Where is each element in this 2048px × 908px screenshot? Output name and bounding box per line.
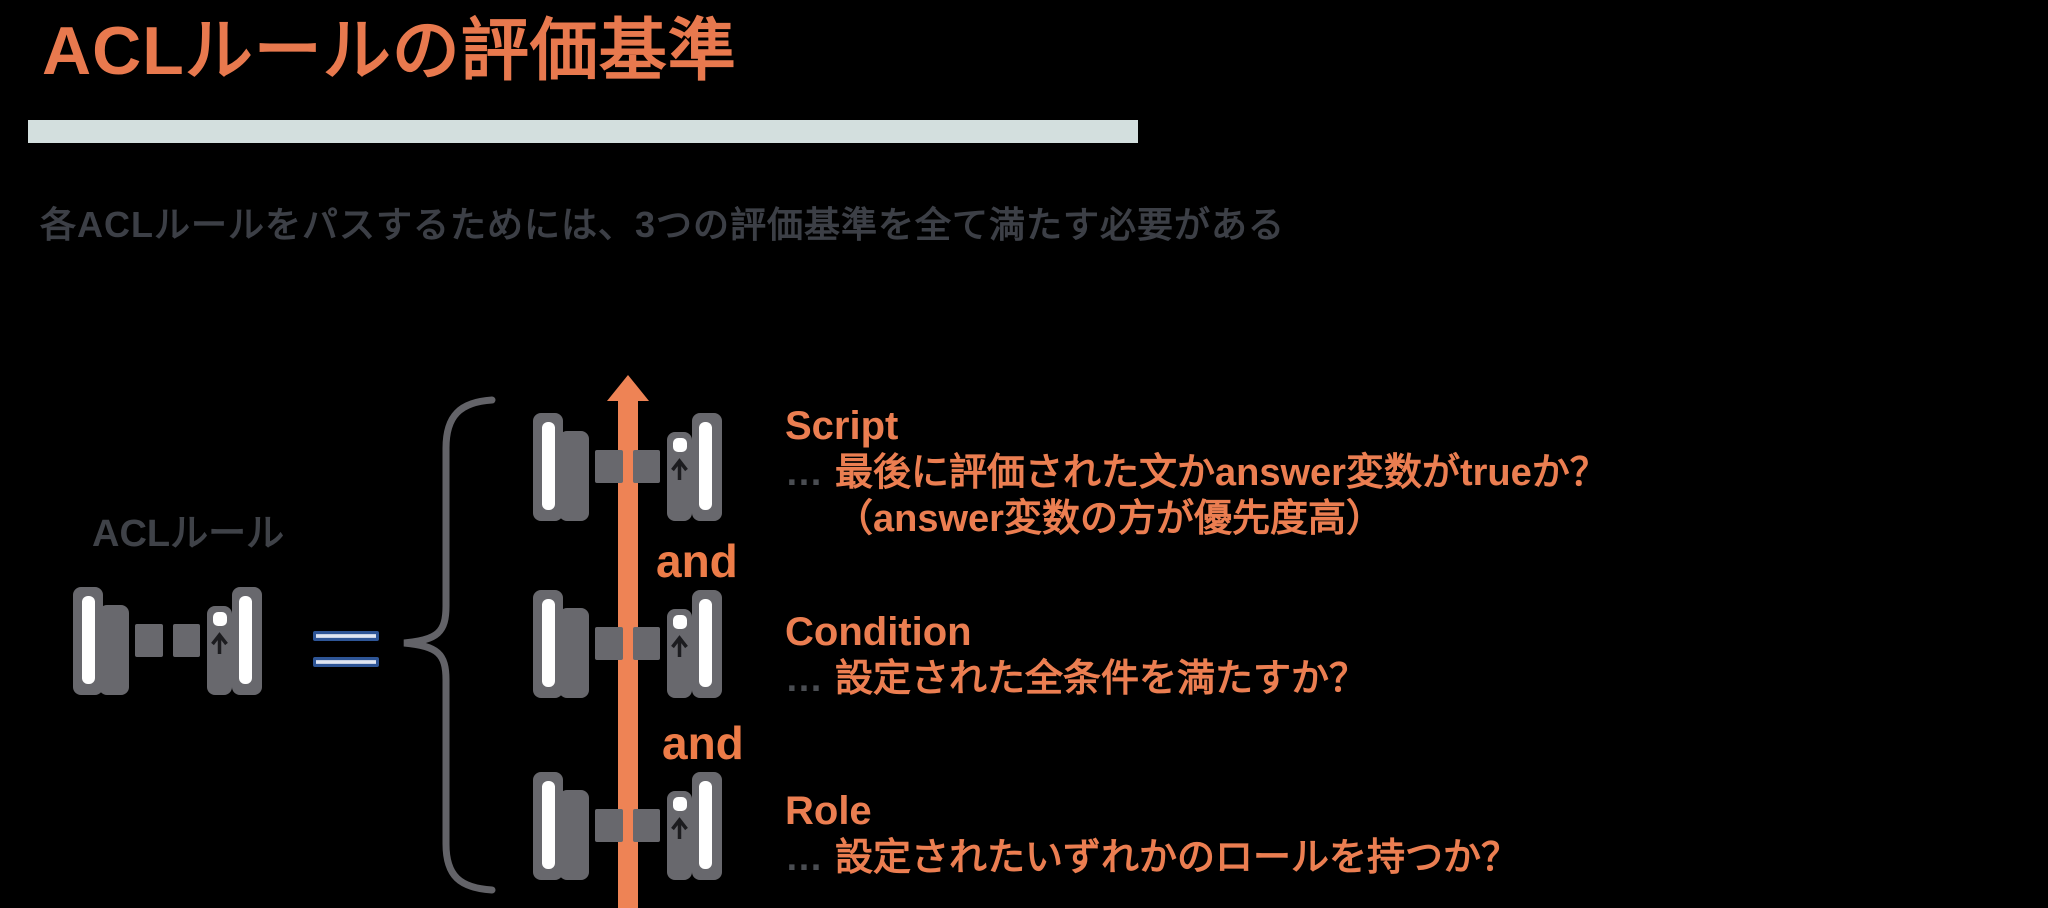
criterion-description-text: 設定された全条件を満たすか？: [835, 658, 1368, 700]
criterion-script: Script … 最後に評価された文かanswer変数がtrueか？ （answ…: [785, 402, 1608, 542]
criterion-description-line: … 設定された全条件を満たすか？: [785, 656, 1367, 702]
criterion-description-text: 最後に評価された文かanswer変数がtrueか？: [835, 452, 1608, 494]
slide-subtitle: 各ACLルールをパスするためには、3つの評価基準を全て満たす必要がある: [40, 204, 1286, 245]
page-title: ACLルールの評価基準: [42, 13, 737, 89]
up-arrow-icon: [607, 375, 649, 908]
equals-bottom-bar: [313, 657, 379, 667]
and-connector: and: [656, 535, 738, 587]
equals-sign: [313, 631, 379, 667]
acl-rule-label: ACLルール: [92, 513, 285, 555]
ellipsis: …: [785, 658, 823, 700]
ellipsis-spacer: [785, 496, 835, 542]
ticket-gate-icon: [73, 587, 262, 695]
criterion-role: Role … 設定されたいずれかのロールを持つか？: [785, 787, 1519, 881]
criterion-description-text: （answer変数の方が優先度高）: [835, 498, 1384, 540]
criterion-condition: Condition … 設定された全条件を満たすか？: [785, 608, 1367, 702]
criterion-name: Condition: [785, 610, 972, 654]
criterion-description-line: … 最後に評価された文かanswer変数がtrueか？: [785, 450, 1608, 496]
ticket-gate-icon: [533, 772, 722, 880]
criterion-description-line: … 設定されたいずれかのロールを持つか？: [785, 835, 1519, 881]
curly-brace: [403, 396, 496, 894]
criterion-name: Script: [785, 404, 899, 448]
ellipsis: …: [785, 837, 823, 879]
ellipsis: …: [785, 452, 823, 494]
and-connector: and: [662, 717, 744, 769]
criterion-name: Role: [785, 789, 872, 833]
equals-top-bar: [313, 631, 379, 641]
ticket-gate-icon: [533, 590, 722, 698]
title-underline-bar: [28, 120, 1138, 143]
criterion-description-text: 設定されたいずれかのロールを持つか？: [835, 837, 1520, 879]
criterion-description-line: （answer変数の方が優先度高）: [785, 496, 1608, 542]
ticket-gate-icon: [533, 413, 722, 521]
